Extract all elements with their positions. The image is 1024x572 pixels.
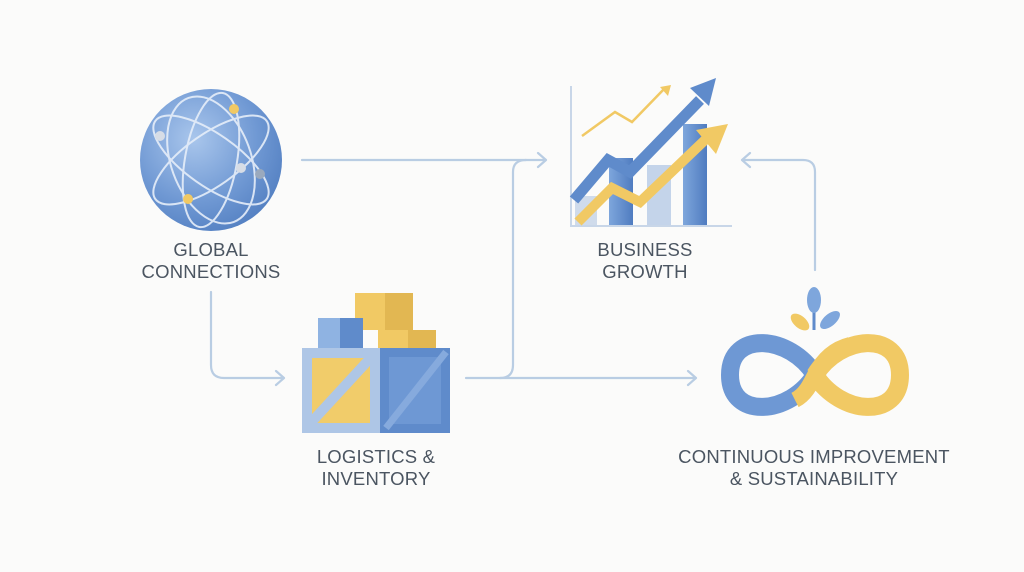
arrow-global-to-logistics — [209, 290, 286, 387]
arrow-improvement-to-growth — [740, 151, 817, 272]
label-line: LOGISTICS & — [316, 446, 436, 467]
arrow-logistics-to-growth — [498, 158, 528, 380]
label-line: BUSINESS — [597, 239, 693, 260]
arrow-global-to-growth — [300, 151, 548, 169]
label-continuous-improvement: CONTINUOUS IMPROVEMENT & SUSTAINABILITY — [654, 446, 974, 490]
label-line: INVENTORY — [321, 468, 431, 489]
label-global-connections: GLOBAL CONNECTIONS — [51, 239, 371, 283]
label-line: GROWTH — [602, 261, 688, 282]
label-logistics-inventory: LOGISTICS & INVENTORY — [216, 446, 536, 490]
label-line: CONTINUOUS IMPROVEMENT — [678, 446, 950, 467]
label-line: CONNECTIONS — [141, 261, 281, 282]
crates-icon — [302, 293, 450, 433]
infinity-sprout-icon — [720, 287, 910, 416]
globe-icon — [140, 89, 282, 231]
label-line: & SUSTAINABILITY — [729, 468, 899, 489]
label-business-growth: BUSINESS GROWTH — [485, 239, 805, 283]
label-line: GLOBAL — [173, 239, 249, 260]
growth-chart-icon — [569, 78, 732, 227]
